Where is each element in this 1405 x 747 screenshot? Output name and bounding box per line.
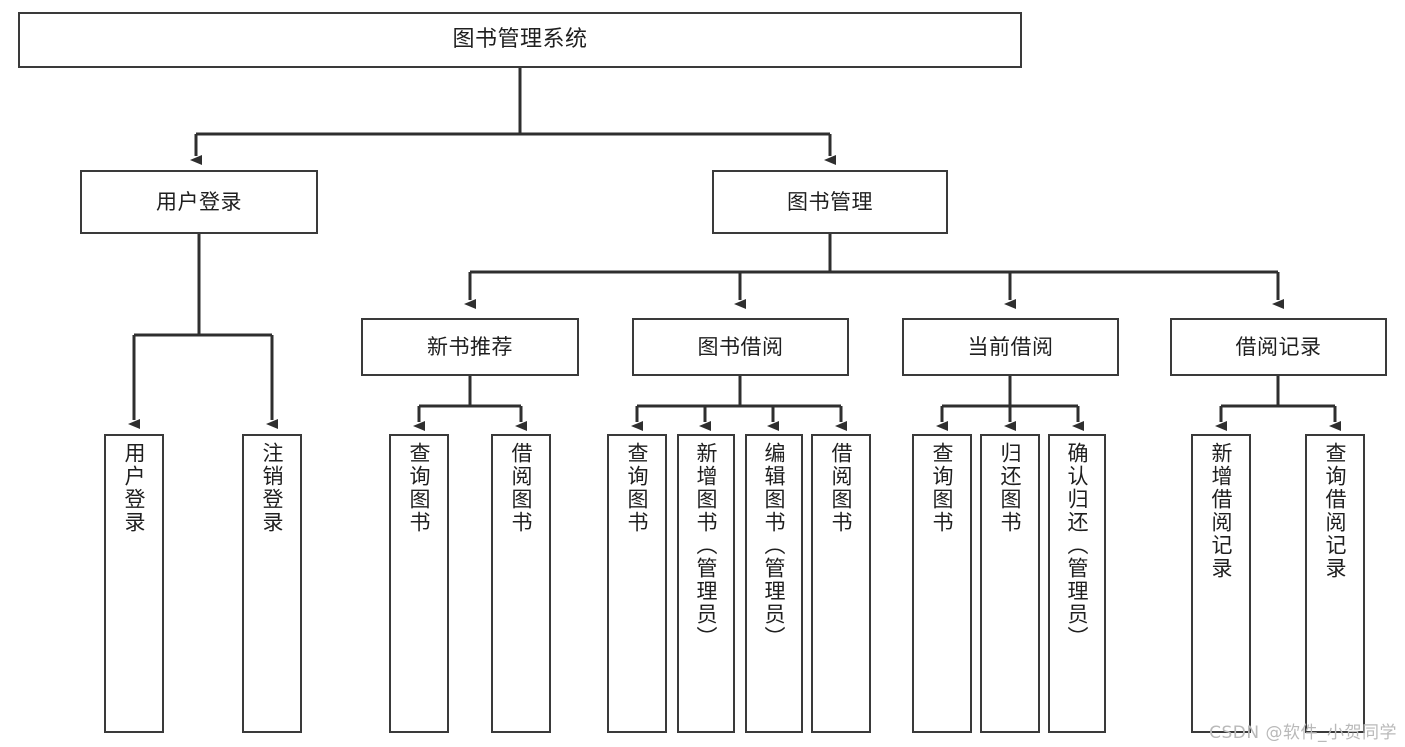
node-new-book-recommend[interactable]: 新书推荐	[361, 318, 579, 376]
node-label: 查询借阅记录	[1323, 442, 1348, 580]
csdn-watermark: CSDN @软件_小贺同学	[1209, 723, 1397, 743]
leaf-query-book-recommend[interactable]: 查询图书	[389, 434, 449, 733]
node-label: 借阅记录	[1235, 334, 1322, 359]
node-label: 新书推荐	[427, 334, 513, 359]
node-label: 图书管理系统	[452, 27, 588, 53]
node-label: 查询图书	[407, 442, 432, 534]
node-label: 编辑图书（管理员）	[762, 442, 787, 649]
node-label: 归还图书	[998, 442, 1023, 534]
node-label: 借阅图书	[829, 442, 854, 534]
node-label: 用户登录	[122, 442, 147, 534]
leaf-return-book[interactable]: 归还图书	[980, 434, 1040, 733]
leaf-edit-book-admin[interactable]: 编辑图书（管理员）	[745, 434, 803, 733]
leaf-query-book-current[interactable]: 查询图书	[912, 434, 972, 733]
node-label: 查询图书	[930, 442, 955, 534]
leaf-user-login[interactable]: 用户登录	[104, 434, 164, 733]
node-root-book-management-system[interactable]: 图书管理系统	[18, 12, 1022, 68]
node-label: 用户登录	[156, 189, 242, 214]
node-user-login[interactable]: 用户登录	[80, 170, 318, 234]
leaf-borrow-book-recommend[interactable]: 借阅图书	[491, 434, 551, 733]
node-book-borrow[interactable]: 图书借阅	[632, 318, 849, 376]
node-label: 查询图书	[625, 442, 650, 534]
leaf-query-borrow-record[interactable]: 查询借阅记录	[1305, 434, 1365, 733]
leaf-query-book-borrow[interactable]: 查询图书	[607, 434, 667, 733]
node-label: 注销登录	[260, 442, 285, 534]
node-label: 图书借阅	[697, 334, 784, 359]
node-book-manage[interactable]: 图书管理	[712, 170, 948, 234]
leaf-borrow-book[interactable]: 借阅图书	[811, 434, 871, 733]
node-label: 新增借阅记录	[1209, 442, 1234, 580]
leaf-add-book-admin[interactable]: 新增图书（管理员）	[677, 434, 735, 733]
node-label: 当前借阅	[967, 334, 1054, 359]
node-label: 借阅图书	[509, 442, 534, 534]
leaf-add-borrow-record[interactable]: 新增借阅记录	[1191, 434, 1251, 733]
node-label: 新增图书（管理员）	[694, 442, 719, 649]
node-label: 确认归还（管理员）	[1065, 442, 1090, 649]
leaf-confirm-return-admin[interactable]: 确认归还（管理员）	[1048, 434, 1106, 733]
leaf-logout[interactable]: 注销登录	[242, 434, 302, 733]
node-label: 图书管理	[787, 189, 873, 214]
node-borrow-record[interactable]: 借阅记录	[1170, 318, 1387, 376]
node-current-borrow[interactable]: 当前借阅	[902, 318, 1119, 376]
